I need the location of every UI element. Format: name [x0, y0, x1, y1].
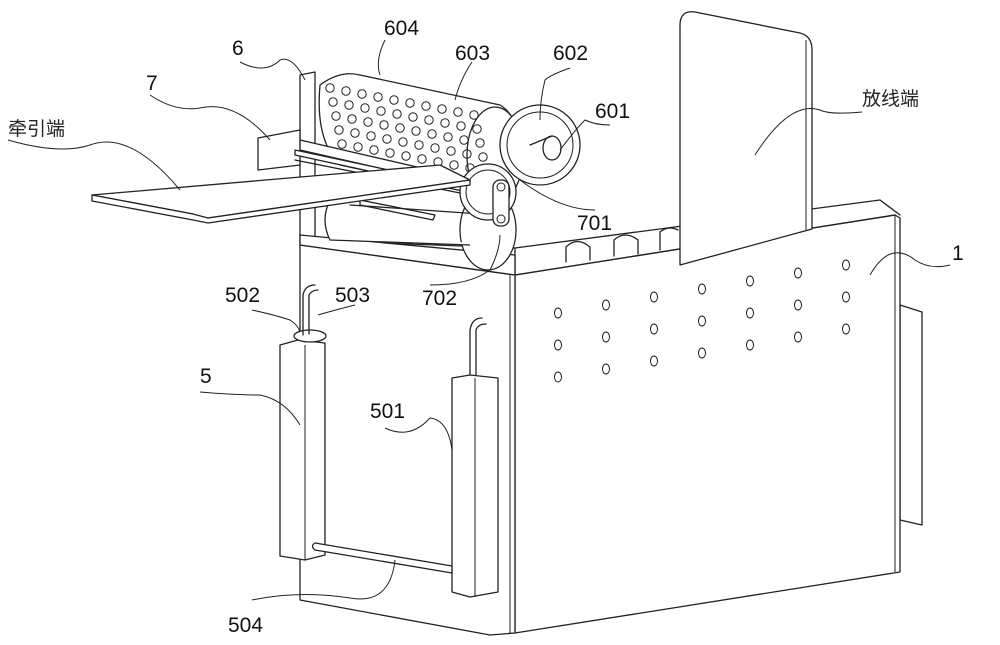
roller-hole — [325, 83, 335, 93]
roller-hole — [408, 112, 418, 122]
roller-hole — [376, 106, 386, 116]
roller-hole — [373, 92, 383, 102]
label-604: 604 — [384, 17, 419, 40]
roller-hole — [459, 135, 469, 145]
roller-hole — [389, 95, 399, 105]
roller-hole — [350, 128, 360, 138]
roller-hole — [347, 114, 357, 124]
payout-plate — [679, 11, 813, 266]
label-payout-end: 放线端 — [862, 88, 919, 110]
roller-hole — [334, 125, 344, 135]
vent-hole — [698, 283, 706, 295]
tank-body — [299, 199, 901, 636]
inner-hooks — [565, 227, 679, 263]
vent-hole — [554, 371, 562, 383]
label-traction-end: 牵引端 — [8, 118, 65, 140]
roller-hole — [472, 124, 482, 134]
rod-504 — [311, 542, 453, 574]
vent-hole — [650, 323, 658, 335]
roller-hole — [395, 123, 405, 133]
roller-hole — [421, 101, 431, 111]
roller-hole — [341, 86, 351, 96]
vent-hole — [602, 331, 610, 343]
vent-hole — [842, 259, 850, 271]
roller-hole — [475, 138, 485, 148]
traction-plate — [91, 164, 471, 224]
vent-hole — [602, 299, 610, 311]
gear-602 — [499, 104, 581, 186]
vent-hole — [698, 347, 706, 359]
roller-hole — [427, 129, 437, 139]
roller-hole — [360, 103, 370, 113]
vent-hole — [746, 339, 754, 351]
label-6: 6 — [232, 37, 244, 60]
vent-hole — [842, 291, 850, 303]
vent-hole — [650, 355, 658, 367]
vent-hole — [602, 363, 610, 375]
label-701: 701 — [577, 212, 612, 235]
roller-hole — [331, 111, 341, 121]
roller-hole — [411, 126, 421, 136]
vent-hole — [794, 331, 802, 343]
roller-hole — [337, 139, 347, 149]
label-1: 1 — [952, 242, 964, 265]
roller-hole — [379, 120, 389, 130]
label-601: 601 — [595, 100, 630, 123]
vent-hole — [650, 291, 658, 303]
roller-hole — [366, 131, 376, 141]
label-603: 603 — [455, 42, 490, 65]
cylinder-5 — [279, 284, 327, 561]
roller-hole — [385, 148, 395, 158]
vent-hole — [554, 339, 562, 351]
roller-hole — [478, 152, 488, 162]
link-plate-701 — [492, 179, 510, 227]
cylinder-501 — [451, 317, 499, 598]
vent-hole — [698, 315, 706, 327]
label-504: 504 — [228, 614, 263, 637]
roller-hole — [401, 151, 411, 161]
roller-hole — [328, 97, 338, 107]
label-7: 7 — [146, 72, 158, 95]
roller-hole — [363, 117, 373, 127]
label-502: 502 — [225, 284, 260, 307]
vent-hole — [746, 307, 754, 319]
labels: 6 7 604 603 602 601 701 702 1 5 501 502 … — [8, 17, 964, 637]
roller-hole — [424, 115, 434, 125]
vent-holes — [554, 259, 850, 383]
roller-hole — [369, 145, 379, 155]
label-702: 702 — [422, 287, 457, 310]
frame-6 — [257, 71, 516, 276]
roller-hole — [449, 160, 459, 170]
roller-hole — [405, 98, 415, 108]
roller-hole — [440, 118, 450, 128]
label-503: 503 — [335, 284, 370, 307]
vent-hole — [794, 299, 802, 311]
roller-hole — [392, 109, 402, 119]
roller-hole — [353, 142, 363, 152]
vent-hole — [794, 267, 802, 279]
roller-hole — [382, 134, 392, 144]
vent-hole — [554, 307, 562, 319]
vent-hole — [842, 323, 850, 335]
label-602: 602 — [553, 42, 588, 65]
label-501: 501 — [370, 400, 405, 423]
side-bracket — [899, 304, 923, 526]
roller-hole — [462, 149, 472, 159]
vent-hole — [746, 275, 754, 287]
roller-hole — [443, 132, 453, 142]
roller-hole — [446, 146, 456, 156]
roller-hole — [469, 110, 479, 120]
roller-hole — [344, 100, 354, 110]
roller-hole — [430, 143, 440, 153]
roller-hole — [437, 104, 447, 114]
roller-hole — [357, 89, 367, 99]
roller-hole — [417, 154, 427, 164]
roller-hole — [456, 121, 466, 131]
leader-lines — [7, 39, 951, 601]
roller-hole — [453, 107, 463, 117]
label-5: 5 — [200, 365, 212, 388]
roller-hole — [414, 140, 424, 150]
roller-hole — [398, 137, 408, 147]
